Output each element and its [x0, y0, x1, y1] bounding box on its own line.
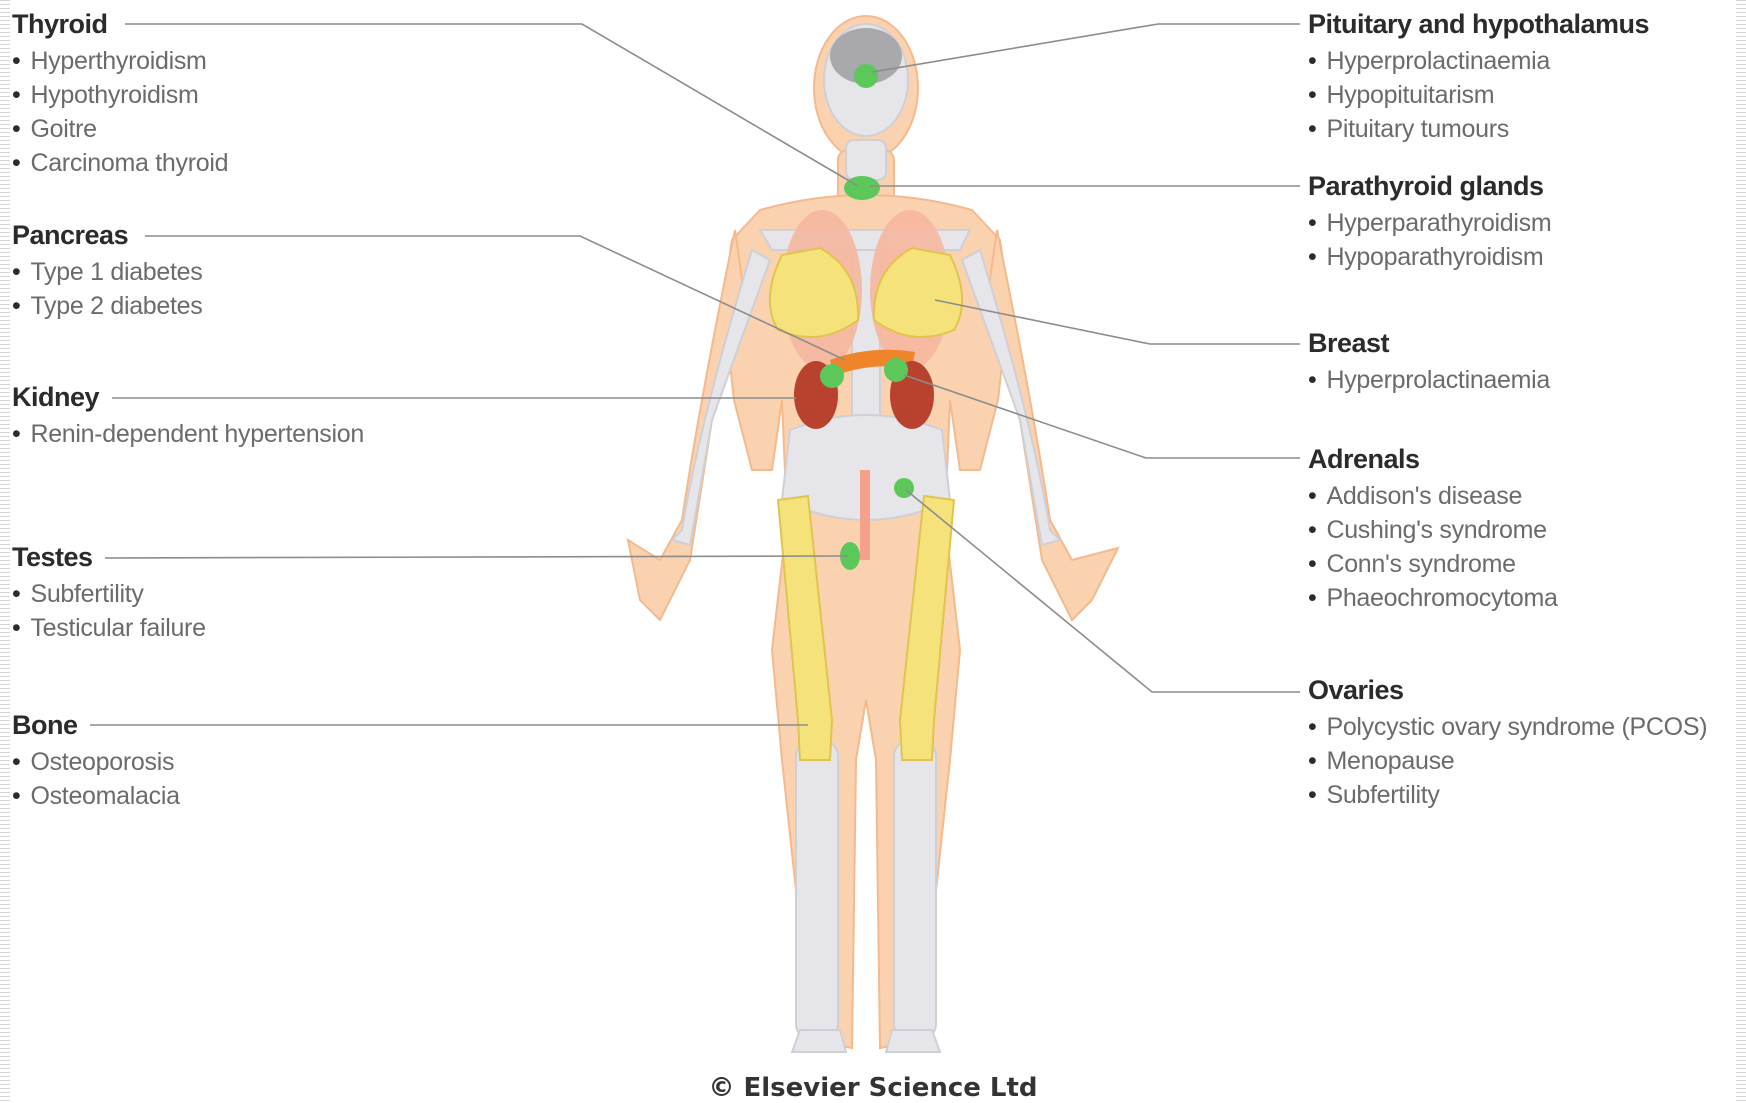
group-parathyroid: Parathyroid glands Hyperparathyroidism H…: [1308, 170, 1551, 274]
group-kidney: Kidney Renin-dependent hypertension: [12, 381, 364, 451]
group-bone: Bone Osteoporosis Osteomalacia: [12, 709, 180, 813]
condition-item: Hyperthyroidism: [12, 44, 228, 78]
group-testes: Testes Subfertility Testicular failure: [12, 541, 206, 645]
condition-item: Type 2 diabetes: [12, 289, 202, 323]
condition-item: Cushing's syndrome: [1308, 513, 1558, 547]
group-title: Kidney: [12, 381, 364, 413]
condition-item: Renin-dependent hypertension: [12, 417, 364, 451]
leader-line-pituitary: [872, 24, 1300, 72]
condition-item: Subfertility: [12, 577, 206, 611]
copyright-notice: © Elsevier Science Ltd: [0, 1073, 1746, 1103]
condition-item: Addison's disease: [1308, 479, 1558, 513]
group-title: Thyroid: [12, 8, 228, 40]
condition-item: Osteomalacia: [12, 779, 180, 813]
condition-item: Type 1 diabetes: [12, 255, 202, 289]
group-title: Adrenals: [1308, 443, 1558, 475]
group-pituitary: Pituitary and hypothalamus Hyperprolacti…: [1308, 8, 1649, 146]
leader-line-testes: [105, 556, 848, 558]
leader-lines: [90, 24, 1300, 725]
condition-item: Hyperparathyroidism: [1308, 206, 1551, 240]
group-title: Bone: [12, 709, 180, 741]
condition-item: Hyperprolactinaemia: [1308, 363, 1550, 397]
condition-item: Hypoparathyroidism: [1308, 240, 1551, 274]
condition-item: Carcinoma thyroid: [12, 146, 228, 180]
condition-item: Conn's syndrome: [1308, 547, 1558, 581]
group-thyroid: Thyroid Hyperthyroidism Hypothyroidism G…: [12, 8, 228, 180]
group-adrenals: Adrenals Addison's disease Cushing's syn…: [1308, 443, 1558, 615]
group-title: Parathyroid glands: [1308, 170, 1551, 202]
condition-item: Hyperprolactinaemia: [1308, 44, 1649, 78]
leader-line-ovaries: [906, 490, 1300, 692]
group-pancreas: Pancreas Type 1 diabetes Type 2 diabetes: [12, 219, 202, 323]
group-title: Pancreas: [12, 219, 202, 251]
leader-line-thyroid: [125, 24, 858, 186]
condition-item: Phaeochromocytoma: [1308, 581, 1558, 615]
group-title: Ovaries: [1308, 674, 1707, 706]
group-title: Breast: [1308, 327, 1550, 359]
condition-item: Testicular failure: [12, 611, 206, 645]
condition-item: Goitre: [12, 112, 228, 146]
condition-item: Subfertility: [1308, 778, 1707, 812]
group-title: Pituitary and hypothalamus: [1308, 8, 1649, 40]
condition-item: Hypothyroidism: [12, 78, 228, 112]
condition-item: Menopause: [1308, 744, 1707, 778]
reproductive-tract: [860, 470, 870, 560]
group-breast: Breast Hyperprolactinaemia: [1308, 327, 1550, 397]
group-title: Testes: [12, 541, 206, 573]
group-ovaries: Ovaries Polycystic ovary syndrome (PCOS)…: [1308, 674, 1707, 812]
condition-item: Pituitary tumours: [1308, 112, 1649, 146]
condition-item: Polycystic ovary syndrome (PCOS): [1308, 710, 1707, 744]
condition-item: Osteoporosis: [12, 745, 180, 779]
condition-item: Hypopituitarism: [1308, 78, 1649, 112]
